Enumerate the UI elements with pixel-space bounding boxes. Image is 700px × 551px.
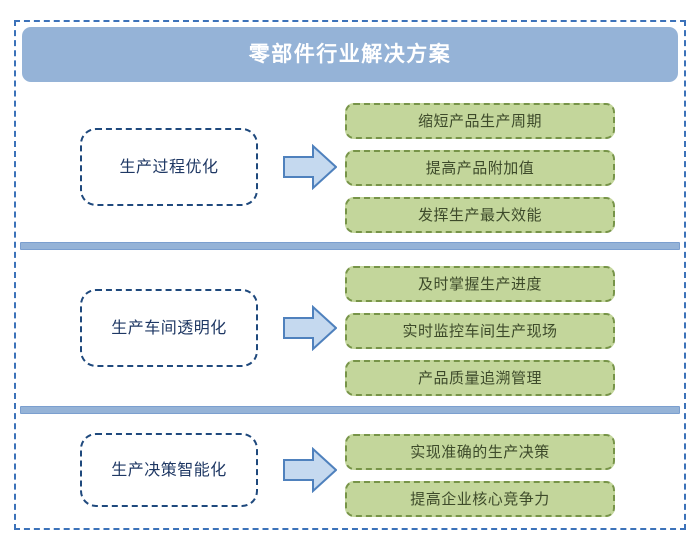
category-box-3[interactable]: 生产决策智能化	[80, 433, 258, 507]
outcome-label-2-3: 产品质量追溯管理	[417, 368, 542, 387]
right-arrow-icon	[283, 446, 338, 494]
outcome-box-1-1[interactable]: 缩短产品生产周期	[345, 103, 615, 139]
outcome-box-2-1[interactable]: 及时掌握生产进度	[345, 266, 615, 302]
outcome-label-2-2: 实时监控车间生产现场	[402, 321, 558, 340]
outcome-label-1-2: 提高产品附加值	[425, 158, 535, 177]
outcome-box-2-2[interactable]: 实时监控车间生产现场	[345, 313, 615, 349]
right-arrow-icon	[283, 143, 338, 191]
outer-dashed-frame	[14, 20, 686, 530]
outcome-label-2-1: 及时掌握生产进度	[417, 274, 542, 293]
outcome-box-1-3[interactable]: 发挥生产最大效能	[345, 197, 615, 233]
category-label-1: 生产过程优化	[119, 157, 219, 176]
outcome-label-3-1: 实现准确的生产决策	[410, 442, 550, 461]
divider-2	[20, 406, 680, 414]
outcome-label-1-3: 发挥生产最大效能	[417, 205, 542, 224]
category-box-2[interactable]: 生产车间透明化	[80, 289, 258, 367]
header-banner: 零部件行业解决方案	[22, 27, 678, 82]
outcome-box-2-3[interactable]: 产品质量追溯管理	[345, 360, 615, 396]
right-arrow-icon	[283, 304, 338, 352]
category-box-1[interactable]: 生产过程优化	[80, 128, 258, 206]
category-label-3: 生产决策智能化	[111, 460, 227, 479]
outcome-box-3-2[interactable]: 提高企业核心竞争力	[345, 481, 615, 517]
divider-1	[20, 242, 680, 250]
page-title: 零部件行业解决方案	[248, 42, 452, 66]
outcome-label-3-2: 提高企业核心竞争力	[410, 489, 550, 508]
outcome-label-1-1: 缩短产品生产周期	[417, 111, 542, 130]
category-label-2: 生产车间透明化	[111, 318, 227, 337]
outcome-box-1-2[interactable]: 提高产品附加值	[345, 150, 615, 186]
outcome-box-3-1[interactable]: 实现准确的生产决策	[345, 434, 615, 470]
